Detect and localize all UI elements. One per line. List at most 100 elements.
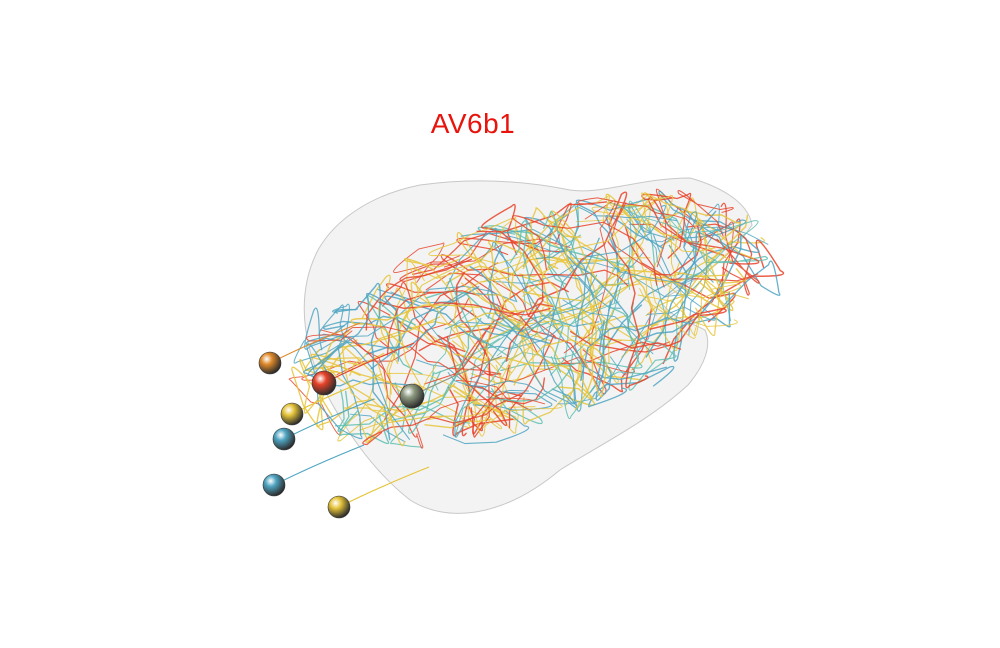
- red-soma: [311, 370, 337, 396]
- olive-soma: [399, 383, 425, 409]
- neurite-branch: [574, 308, 598, 410]
- neurite-branch: [543, 211, 584, 277]
- neurite-branch: [378, 301, 551, 316]
- neurite-branch: [350, 304, 480, 351]
- neurite-branch: [342, 332, 428, 419]
- neurite-branch: [393, 242, 461, 283]
- neurite-branch: [639, 283, 742, 339]
- neurite-branch: [319, 329, 424, 449]
- neurite-branch: [442, 409, 530, 445]
- neurite-branch: [455, 379, 532, 411]
- neurite-branch: [395, 287, 481, 394]
- neurite-branch: [596, 195, 620, 288]
- neurite-branch: [304, 307, 345, 351]
- neurite-branch: [469, 265, 552, 345]
- neurite-branch: [479, 325, 564, 350]
- neurite-branch: [655, 188, 720, 268]
- neurite-branch: [455, 216, 522, 274]
- neurite-branch: [307, 292, 397, 377]
- neurite-branch: [449, 324, 553, 342]
- neurite-branch: [575, 197, 652, 311]
- neurite-branch: [513, 339, 608, 398]
- neurite-branch: [509, 220, 564, 373]
- yellow-soma-2: [327, 495, 351, 519]
- cell-type-title: AV6b1: [430, 108, 516, 139]
- neurite-branch: [291, 339, 358, 431]
- neurite-branch: [464, 343, 534, 437]
- neurite-branch: [595, 300, 612, 401]
- neurite-branch: [607, 241, 649, 389]
- neurite-branch: [486, 206, 580, 364]
- neurite-branch: [688, 203, 720, 336]
- neurite-branch: [488, 240, 582, 321]
- neurite-branch: [447, 386, 514, 437]
- soma-group: [258, 322, 503, 519]
- neurite-branch: [580, 291, 731, 382]
- neurite-branch: [399, 281, 443, 327]
- neurite-branch: [444, 292, 604, 333]
- neurite-branch: [288, 376, 342, 436]
- neurite-branch: [619, 207, 654, 312]
- orange-soma: [258, 351, 282, 375]
- neurite-branch: [550, 210, 729, 284]
- neurite-branch: [472, 391, 553, 411]
- neurite-branch: [453, 312, 594, 401]
- neurite-branch: [673, 197, 733, 262]
- neurite-branch: [667, 211, 697, 320]
- yellow-soma-1: [280, 402, 304, 426]
- neurite-branch: [453, 385, 517, 421]
- neurite-branch: [638, 235, 742, 341]
- neurite-branch: [386, 290, 480, 356]
- neurite-branch: [605, 193, 702, 246]
- neurite-branch: [496, 301, 620, 357]
- neurite-branch: [542, 205, 666, 370]
- neurite-branch: [428, 218, 521, 265]
- neurite-branch: [680, 213, 709, 336]
- neurite-branch: [614, 203, 759, 281]
- neurite-branch: [611, 202, 665, 288]
- neurite-branch: [695, 271, 728, 337]
- neurite-branch: [641, 192, 717, 253]
- neurite-branch: [334, 282, 391, 441]
- neurite-branch: [362, 392, 524, 446]
- neurite-branch: [557, 313, 652, 405]
- neurite-branch: [477, 226, 634, 268]
- neurite-branch: [444, 227, 557, 340]
- neurite-branch: [589, 269, 725, 360]
- neurite-branch: [380, 364, 437, 425]
- neurite-branch: [476, 230, 544, 362]
- neurite-branch: [653, 225, 702, 276]
- neurite-branch: [530, 207, 582, 256]
- neurite-branch: [403, 258, 465, 350]
- neuron-arbors: [288, 188, 785, 449]
- neurite-branch: [496, 303, 576, 405]
- neurite-branch: [505, 235, 715, 284]
- neurite-branch: [449, 277, 510, 358]
- neurite-branch: [361, 274, 399, 365]
- neurite-branch: [357, 300, 396, 354]
- neurite-branch: [481, 328, 578, 409]
- neurite-branch: [424, 418, 492, 429]
- neurite-branch: [366, 285, 480, 355]
- neurite-branch: [416, 359, 529, 394]
- neurite-branch: [588, 365, 675, 408]
- neurite-branch: [614, 252, 644, 304]
- neurite-branch: [399, 260, 483, 391]
- neurite-branch: [563, 200, 616, 354]
- neurite-branch: [607, 305, 677, 391]
- neurite-branch: [485, 294, 526, 382]
- neurite-branch: [423, 331, 487, 385]
- neurite-branch: [412, 232, 564, 276]
- neurite-branch: [486, 350, 574, 402]
- neurite-branch: [523, 216, 630, 329]
- neurite-branch: [486, 243, 504, 319]
- neurite-branch: [305, 326, 406, 342]
- neurite-branch: [519, 197, 653, 278]
- neurite-branch: [338, 390, 390, 445]
- neurite-branch: [663, 210, 741, 242]
- neurite-branch: [365, 258, 472, 331]
- neurite-branch: [555, 218, 598, 280]
- blue-soma-1: [272, 427, 296, 451]
- neurite-branch: [404, 317, 482, 411]
